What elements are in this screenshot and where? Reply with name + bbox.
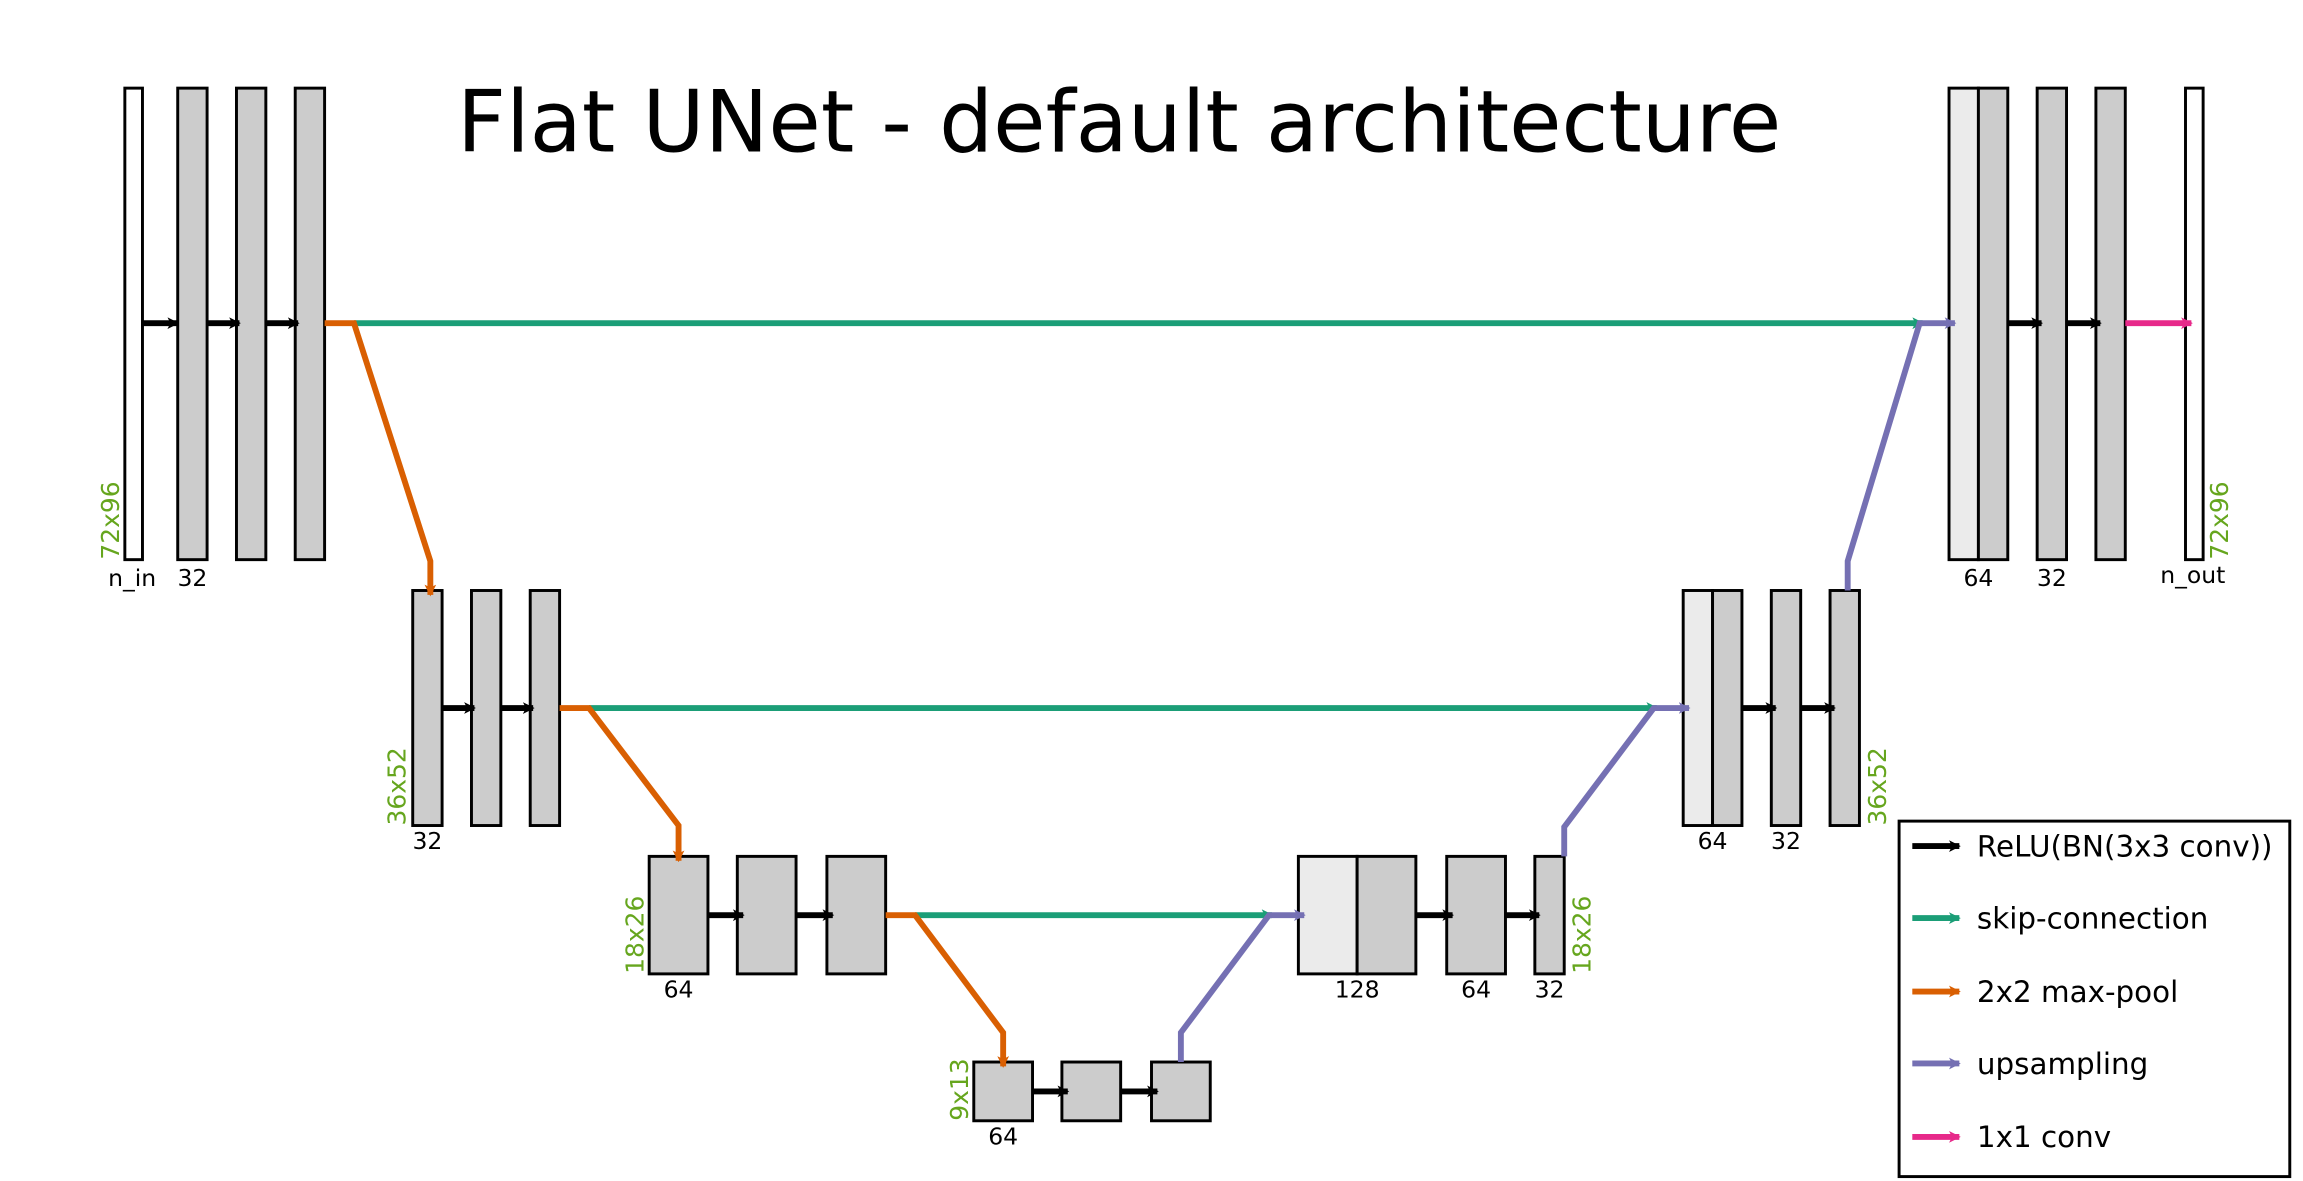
feature-map: [735, 854, 798, 976]
feature-map: [411, 589, 444, 827]
upsample-arrow-icon: [1561, 702, 1691, 857]
feature-map: [972, 1060, 1034, 1123]
channels-label: 64: [1461, 975, 1491, 1003]
legend-label: 1x1 conv: [1977, 1120, 2111, 1154]
legend-label: upsampling: [1977, 1047, 2148, 1081]
dimension-label: 36x52: [382, 747, 411, 825]
channels-label: 32: [1771, 827, 1801, 855]
legend: ReLU(BN(3x3 conv)) skip-connection 2x2 m…: [1897, 819, 2292, 1179]
upsampled-feature-map: [1711, 589, 1744, 827]
decoder-level-3: 128 64 32 18x26: [1296, 854, 1597, 1003]
feature-map: [470, 589, 503, 827]
legend-label: ReLU(BN(3x3 conv)): [1977, 829, 2273, 863]
maxpool-arrow-icon: [324, 320, 437, 597]
maxpool-arrow-icon: [559, 705, 685, 863]
dimension-label: 18x26: [620, 896, 649, 974]
upsample-arrow-icon: [1177, 909, 1306, 1063]
dimension-label: 36x52: [1863, 747, 1892, 825]
input-feature-map: [123, 86, 144, 562]
feature-map: [1060, 1060, 1123, 1123]
dimension-label: 18x26: [1568, 896, 1597, 974]
decoder-level-2: 64 32 36x52: [1681, 589, 1892, 855]
channels-label: 32: [412, 827, 442, 855]
dimension-label: 9x13: [945, 1058, 974, 1120]
feature-map: [176, 86, 209, 562]
legend-item-upsampling: upsampling: [1912, 1047, 2148, 1081]
legend-item-conv: ReLU(BN(3x3 conv)): [1912, 829, 2273, 863]
channels-label: 128: [1335, 975, 1380, 1003]
feature-map: [825, 854, 888, 976]
upsample-arrow-icon: [1844, 317, 1957, 591]
upsampled-feature-map: [1976, 86, 2010, 562]
upsampling-paths: [1177, 317, 1957, 1063]
channels-label: 64: [1698, 827, 1728, 855]
maxpool-arrow-icon: [885, 912, 1010, 1068]
input-channels-label: n_in: [108, 564, 156, 592]
diagram-title: Flat UNet - default architecture: [457, 73, 1781, 172]
feature-map: [1533, 854, 1566, 976]
channels-label: 64: [664, 975, 694, 1003]
feature-map: [1150, 1060, 1212, 1123]
channels-label: 32: [2037, 564, 2067, 592]
legend-label: skip-connection: [1977, 901, 2208, 935]
feature-map: [293, 86, 327, 562]
feature-map: [647, 854, 710, 976]
maxpool-paths: [324, 320, 1010, 1068]
channels-label: 32: [177, 564, 207, 592]
bottleneck: 64 9x13: [945, 1058, 1212, 1150]
encoder-level-3: 64 18x26: [620, 854, 888, 1003]
dimension-label: 72x96: [96, 481, 125, 559]
channels-label: 32: [1535, 975, 1565, 1003]
feature-map: [1445, 854, 1507, 976]
legend-label: 2x2 max-pool: [1977, 975, 2178, 1009]
feature-map: [528, 589, 562, 827]
legend-item-conv1x1: 1x1 conv: [1912, 1120, 2111, 1154]
upsampled-feature-map: [1355, 854, 1418, 976]
encoder-level-2: 32 36x52: [382, 589, 562, 855]
output-channels-label: n_out: [2160, 561, 2225, 589]
decoder-level-1: 64 32 n_out 72x96: [1947, 86, 2234, 592]
skip-feature-map: [1296, 854, 1359, 976]
encoder-level-1: n_in 32 72x96: [96, 86, 327, 592]
skip-connections: [353, 317, 1925, 922]
channels-label: 64: [988, 1122, 1018, 1150]
legend-item-skip: skip-connection: [1912, 901, 2208, 935]
feature-map: [235, 86, 268, 562]
legend-box: [1897, 819, 2292, 1179]
channels-label: 64: [1963, 564, 1993, 592]
legend-item-maxpool: 2x2 max-pool: [1912, 975, 2178, 1009]
dimension-label: 72x96: [2205, 481, 2234, 559]
